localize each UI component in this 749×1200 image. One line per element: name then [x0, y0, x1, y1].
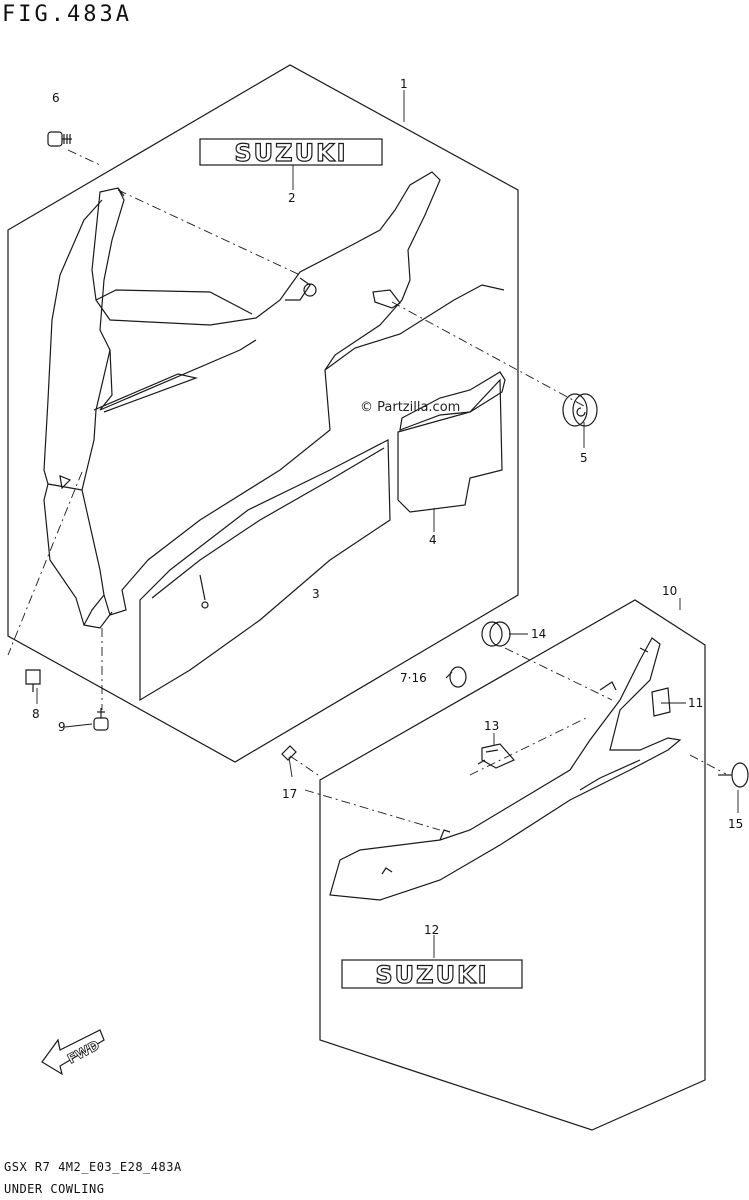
suzuki-emblem-upper-text: SUZUKI [234, 139, 347, 167]
figure-caption: UNDER COWLING [4, 1182, 105, 1196]
screw-6 [47, 131, 72, 147]
callout-12: 12 [424, 923, 439, 937]
figure-code: GSX R7 4M2_E03_E28_483A [4, 1160, 182, 1174]
group-boundary-upper [7, 64, 519, 763]
fwd-arrow-shape [41, 1029, 105, 1076]
side-panel-plate [397, 378, 503, 513]
suzuki-emblem-lower: SUZUKI [341, 959, 523, 990]
lower-side-cowl [329, 637, 682, 901]
callout-5: 5 [580, 451, 588, 465]
callout-11: 11 [688, 696, 703, 710]
callout-6: 6 [52, 91, 60, 105]
callout-8: 8 [32, 707, 40, 721]
grommet [562, 393, 598, 427]
bolt-9 [93, 708, 109, 731]
callout-7-16: 7·16 [400, 671, 427, 685]
nut-7-16 [445, 666, 467, 688]
under-cowling-panel [43, 171, 506, 702]
callout-10: 10 [662, 584, 677, 598]
pad-11 [651, 687, 671, 717]
callout-14: 14 [531, 627, 546, 641]
rivet-15 [718, 762, 749, 788]
group-boundary-lower [319, 599, 706, 1131]
callout-15: 15 [728, 817, 743, 831]
callout-17: 17 [282, 787, 297, 801]
suzuki-emblem-lower-text: SUZUKI [375, 961, 488, 989]
fwd-badge-text: FWD [65, 1038, 102, 1067]
clip-13 [477, 743, 515, 769]
suzuki-emblem-upper: SUZUKI [199, 138, 383, 168]
grommet-14 [481, 621, 511, 647]
callout-2: 2 [288, 191, 296, 205]
callout-labels: 1 2 3 4 5 6 7·16 8 9 10 11 12 13 14 15 1… [32, 77, 743, 937]
callout-13: 13 [484, 719, 499, 733]
callout-9: 9 [58, 720, 66, 734]
watermark: © Partzilla.com [360, 400, 460, 415]
callout-1: 1 [400, 77, 408, 91]
callout-4: 4 [429, 533, 437, 547]
callout-3: 3 [312, 587, 320, 601]
screw-8 [25, 669, 41, 692]
screw-17 [281, 745, 297, 761]
figure-title: FIG.483A [2, 2, 132, 27]
